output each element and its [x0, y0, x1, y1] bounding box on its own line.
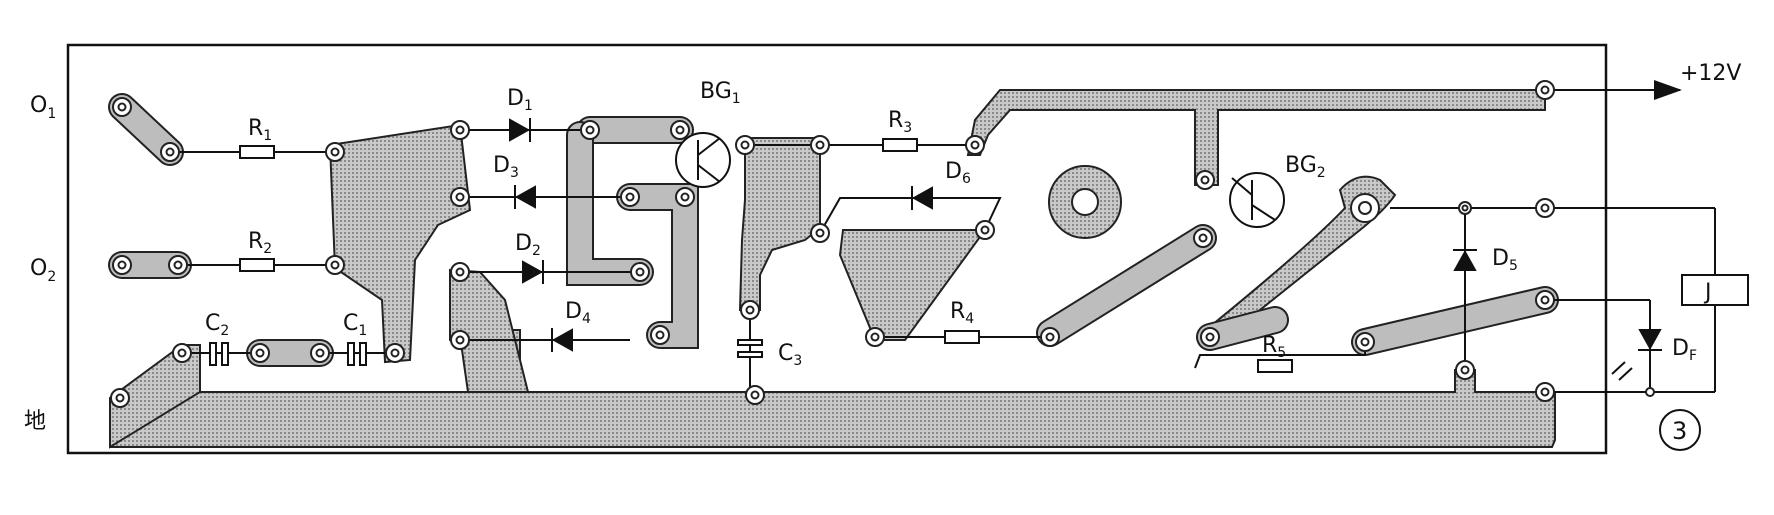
label-o1: O1 — [30, 93, 56, 122]
label-d3: D3 — [493, 153, 519, 181]
mounting-hole-center — [1071, 188, 1099, 216]
label-bg1: BG1 — [700, 79, 741, 107]
label-o2: O2 — [30, 256, 56, 285]
relay-j — [1681, 274, 1749, 306]
resistor-r5 — [1257, 359, 1293, 373]
transistor-bg2 — [1229, 172, 1285, 228]
led-df — [1611, 329, 1662, 381]
figure-number-badge: 3 — [1659, 409, 1701, 451]
label-d1: D1 — [507, 86, 533, 114]
label-bg2: BG2 — [1285, 153, 1326, 181]
diode-d3 — [514, 185, 536, 209]
copper-d6-r4 — [838, 229, 987, 341]
copper-bg2-collector — [1210, 175, 1397, 340]
wires — [170, 80, 1716, 395]
diode-d5 — [1453, 249, 1477, 271]
diode-d1 — [509, 118, 531, 142]
label-r3: R3 — [888, 108, 912, 136]
resistor-r4 — [944, 330, 980, 344]
diode-d4 — [551, 328, 573, 352]
board-outline — [66, 43, 1608, 455]
capacitor-c3 — [737, 339, 763, 358]
label-r5: R5 — [1262, 333, 1286, 361]
label-d4: D4 — [565, 299, 591, 327]
label-vcc: +12V — [1680, 61, 1741, 86]
label-d2: D2 — [515, 231, 541, 259]
label-df: DF — [1672, 336, 1697, 364]
label-c1: C1 — [343, 311, 367, 339]
diode-d2 — [522, 260, 544, 284]
capacitor-c2 — [209, 342, 229, 366]
label-ground: 地 — [24, 409, 46, 434]
resistor-r2 — [239, 258, 275, 272]
label-relay-j: J — [1703, 280, 1712, 305]
label-r1: R1 — [248, 116, 272, 144]
label-r4: R4 — [950, 299, 974, 327]
label-c2: C2 — [205, 311, 229, 339]
pads — [110, 80, 1655, 408]
resistor-r1 — [239, 145, 275, 159]
capacitor-c1 — [347, 342, 367, 366]
transistor-bg1 — [675, 132, 731, 188]
label-d5: D5 — [1492, 246, 1518, 274]
resistor-r3 — [882, 138, 918, 152]
copper-r1-r2-node — [328, 123, 472, 364]
label-c3: C3 — [778, 341, 802, 369]
copper-bg1-emitter — [738, 137, 821, 311]
diode-d6 — [911, 186, 933, 210]
label-r2: R2 — [248, 229, 272, 257]
ground-copper-left — [109, 344, 201, 449]
copper-12v-rail — [966, 89, 1546, 186]
figure-number: 3 — [1672, 417, 1687, 445]
label-d6: D6 — [945, 159, 971, 187]
